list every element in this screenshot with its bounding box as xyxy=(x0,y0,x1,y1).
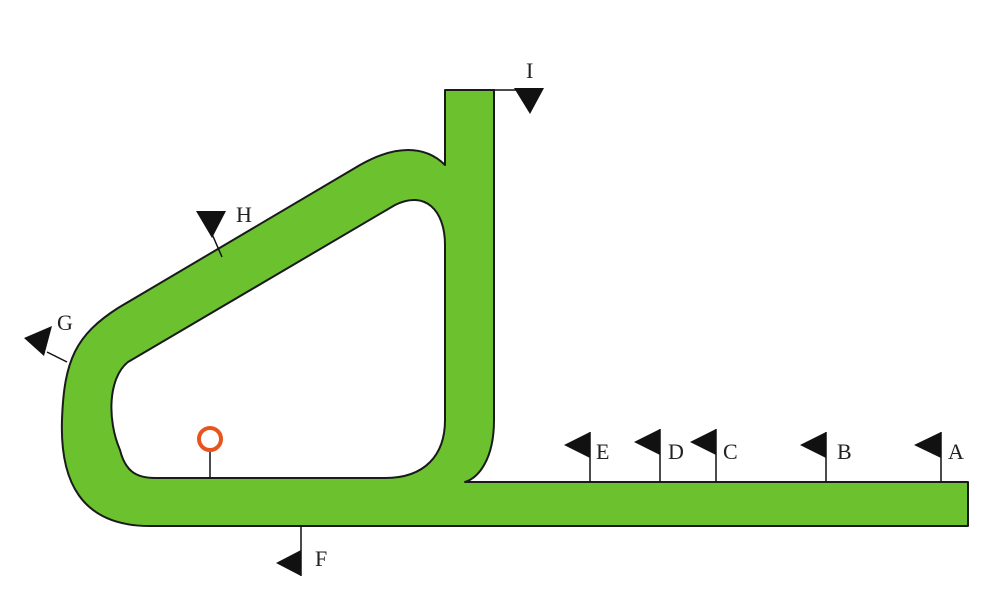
flag-icon xyxy=(690,429,716,455)
flag-icon xyxy=(514,88,544,114)
flag-icon xyxy=(634,429,660,455)
flag-A: A xyxy=(914,432,964,482)
flag-icon xyxy=(914,432,941,458)
flag-label-I: I xyxy=(526,58,533,83)
flag-H: H xyxy=(196,202,252,258)
flag-label-B: B xyxy=(837,439,852,464)
flag-icon xyxy=(800,432,826,458)
flag-C: C xyxy=(690,429,738,482)
flag-B: B xyxy=(800,432,852,482)
flag-E: E xyxy=(564,432,609,482)
flag-icon xyxy=(276,550,301,576)
winning-post-ring-icon xyxy=(197,426,223,452)
flag-G: G xyxy=(24,310,73,363)
flag-label-C: C xyxy=(723,439,738,464)
flag-label-A: A xyxy=(948,439,964,464)
flag-label-F: F xyxy=(315,546,327,571)
flag-icon xyxy=(196,211,226,238)
flag-label-H: H xyxy=(236,202,252,227)
flag-label-D: D xyxy=(668,439,684,464)
racecourse-track xyxy=(60,89,969,527)
flag-label-E: E xyxy=(596,439,609,464)
flag-label-G: G xyxy=(57,310,73,335)
flag-icon xyxy=(24,326,52,356)
winning-post xyxy=(197,426,223,478)
flag-D: D xyxy=(634,429,684,482)
flag-icon xyxy=(564,432,590,458)
flag-F: F xyxy=(276,526,327,576)
flag-I: I xyxy=(494,58,544,114)
